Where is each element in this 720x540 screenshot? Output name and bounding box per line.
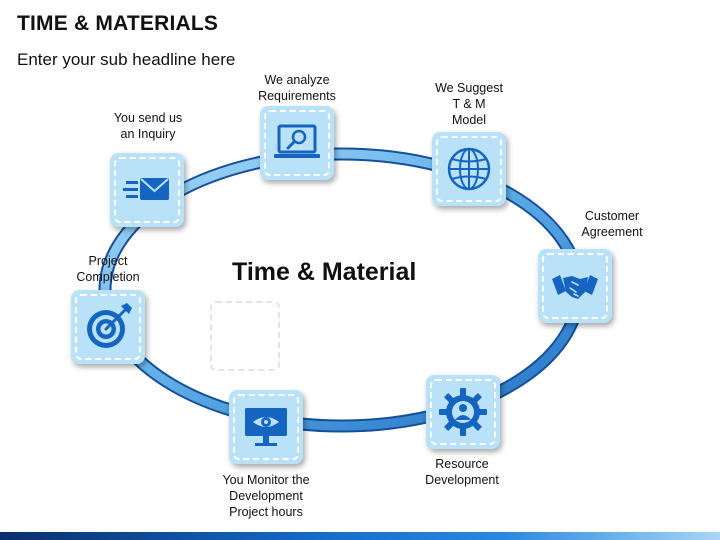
globe-icon	[447, 147, 491, 191]
step-tile-resource[interactable]	[426, 375, 500, 449]
target-icon	[87, 303, 132, 348]
step-tile-agreement[interactable]	[538, 249, 612, 323]
page-subtitle: Enter your sub headline here	[17, 50, 236, 69]
step-label-inquiry: You send us an Inquiry	[113, 111, 183, 141]
step-label-resource: Resource Development	[425, 457, 499, 487]
laptop-search-icon	[274, 124, 320, 158]
step-label-requirements: We analyze Requirements	[258, 73, 336, 103]
email-icon	[123, 178, 169, 200]
monitor-eye-icon	[245, 408, 287, 446]
step-label-monitor: You Monitor the Development Project hour…	[222, 473, 310, 519]
step-label-tm-model: We Suggest T & M Model	[435, 81, 503, 127]
handshake-icon	[552, 275, 598, 299]
step-label-agreement: Customer Agreement	[581, 209, 643, 239]
gear-person-icon	[439, 388, 487, 436]
footer-accent-bar	[0, 532, 720, 540]
placeholder-box	[210, 301, 280, 371]
step-tile-monitor[interactable]	[229, 390, 303, 464]
page-title: TIME & MATERIALS	[17, 12, 219, 35]
step-tile-inquiry[interactable]	[110, 153, 184, 227]
step-tile-requirements[interactable]	[260, 106, 334, 180]
step-tile-tm-model[interactable]	[432, 132, 506, 206]
step-label-completion: Project Completion	[76, 254, 140, 284]
center-label: Time & Material	[232, 258, 417, 286]
step-tile-completion[interactable]	[71, 290, 145, 364]
